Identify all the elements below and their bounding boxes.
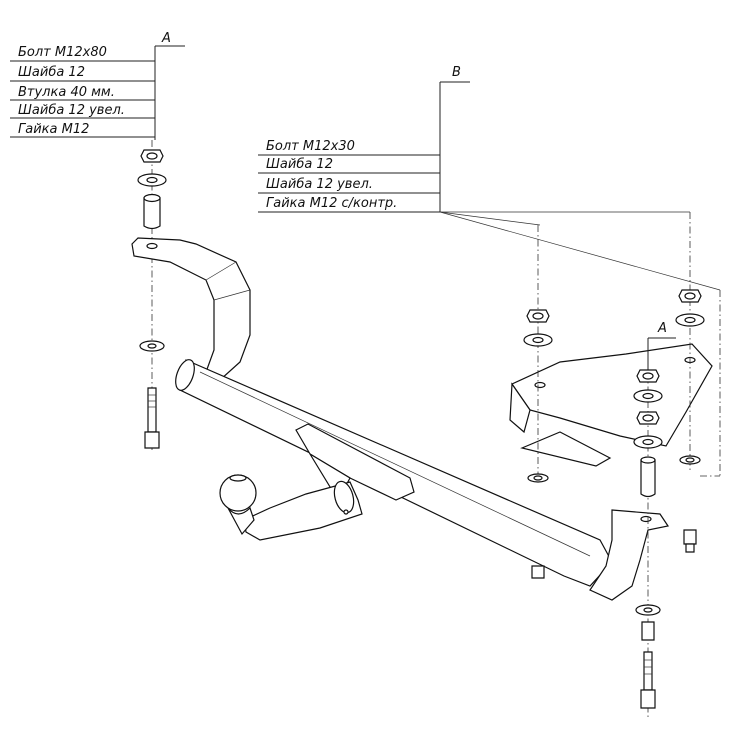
legend-b-letter: B [452,65,461,80]
right-bracket [589,509,669,601]
callout-right-letter: A [657,321,667,336]
legend-b-item-3: Шайба 12 увел. [266,177,373,192]
mounting-plate [509,343,713,467]
legend-a: A Болт М12x80 Шайба 12 Втулка 40 мм. Шай… [10,31,185,140]
left-bracket [131,237,251,381]
left-washer [137,173,167,187]
legend-a-letter: A [161,31,171,46]
right-callout-a: A [633,321,676,720]
legend-a-item-4: Шайба 12 увел. [18,103,125,118]
legend-a-item-2: Шайба 12 [18,65,85,80]
legend-a-item-5: Гайка М12 [18,122,89,137]
left-bushing [143,193,161,230]
left-nut [140,149,164,163]
legend-b: B Болт М12x30 Шайба 12 Шайба 12 увел. Га… [258,65,721,291]
legend-b-item-1: Болт М12x30 [266,139,355,154]
left-fastener-stack [137,140,167,450]
right-fastener-stack [675,212,721,553]
legend-a-item-3: Втулка 40 мм. [18,85,115,100]
tow-ball [219,474,363,541]
center-fastener-stack [523,225,553,579]
left-lower-washer [139,340,165,352]
legend-b-item-2: Шайба 12 [266,157,333,172]
legend-b-item-4: Гайка М12 с/контр. [266,196,397,211]
left-bolt [144,387,160,449]
legend-a-item-1: Болт М12x80 [18,45,107,60]
